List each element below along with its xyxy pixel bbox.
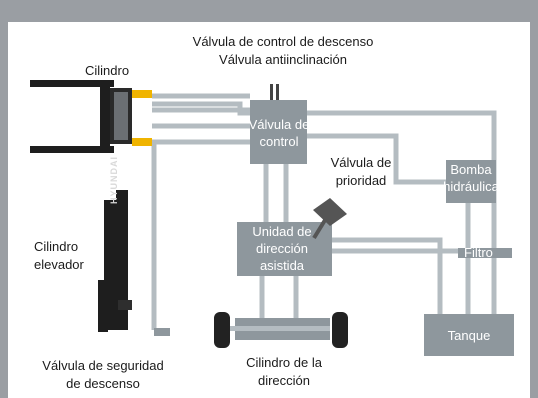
pump-label-line1: Bomba (450, 162, 492, 177)
hydraulic-pipes (151, 93, 497, 330)
label-anti-tilt-valve: Válvula antiinclinación (219, 52, 347, 67)
brand-logo-text: HYUNDAI (109, 156, 119, 204)
lift-mast (98, 190, 170, 336)
steering-unit-label-line3: asistida (259, 258, 305, 273)
steering-unit-label-line2: dirección (255, 241, 309, 256)
label-descent-control-valve: Válvula de control de descenso (192, 34, 374, 49)
pipe-valve-to-pump (307, 133, 446, 185)
pipe-steering-to-tank (332, 237, 443, 316)
steering-cylinder-label-line1: Cilindro de la (246, 355, 322, 370)
valve-stem-a (270, 84, 273, 100)
label-cylinder: Cilindro (85, 63, 130, 78)
steering-unit-label-line1: Unidad de (252, 224, 312, 239)
priority-valve-label-line2: prioridad (335, 173, 387, 188)
tank-label: Tanque (447, 328, 491, 343)
control-valve-label-line1: Válvula de (248, 117, 310, 132)
tilt-cylinders (132, 90, 152, 146)
pipe-return-right (152, 101, 497, 252)
wheel-right (332, 312, 348, 348)
control-valve-label-line2: control (259, 134, 299, 149)
descent-safety-valve-label-line1: Válvula de seguridad (42, 358, 164, 373)
fork-assembly (30, 80, 132, 153)
pump-box (446, 160, 496, 203)
lift-cylinder-label-line2: elevador (34, 257, 84, 272)
steering-cylinder-label-line2: dirección (257, 373, 311, 388)
filter-box (458, 248, 512, 258)
priority-valve-label-line1: Válvula de (330, 155, 392, 170)
pump-label-line2: hidráulica (443, 179, 499, 194)
wheel-left (214, 312, 230, 348)
tank-box (424, 314, 514, 356)
steering-axle (220, 326, 330, 331)
steering-wheel-icon (313, 198, 347, 226)
lift-cylinder-label-line1: Cilindro (34, 239, 79, 254)
valve-stem-b (276, 84, 279, 100)
descent-safety-valve-label-line2: de descenso (66, 376, 140, 391)
control-valve-box (250, 100, 307, 164)
filter-label: Filtro (464, 245, 493, 260)
